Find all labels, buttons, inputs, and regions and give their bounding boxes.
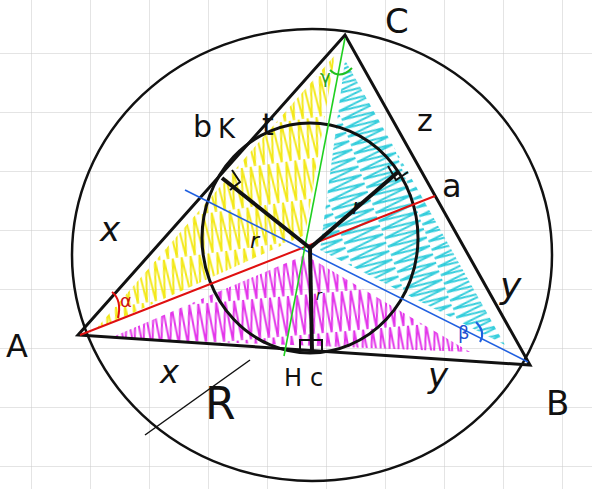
segment-label: y	[428, 358, 448, 392]
radius-label: R	[205, 382, 236, 426]
side-label: c	[310, 366, 323, 390]
vertex-label: B	[546, 386, 569, 420]
segment-label: z	[417, 106, 433, 136]
segment-label: y	[500, 268, 521, 304]
side-label: b	[193, 112, 212, 142]
segment-label: x	[160, 356, 179, 388]
segment-label: t	[262, 110, 274, 140]
radius-label: r	[316, 288, 322, 302]
vertex-label: A	[6, 330, 28, 362]
angle-label: β	[458, 324, 470, 342]
angle-label: γ	[320, 68, 331, 86]
angle-label: α	[120, 292, 132, 310]
point-label: K	[218, 116, 235, 142]
side-label: a	[442, 170, 462, 202]
segment-label: x	[100, 212, 120, 246]
radius-label: r	[250, 230, 259, 252]
point-label: H	[284, 366, 302, 390]
radius-label: r	[352, 196, 361, 218]
vertex-label: C	[385, 4, 409, 38]
